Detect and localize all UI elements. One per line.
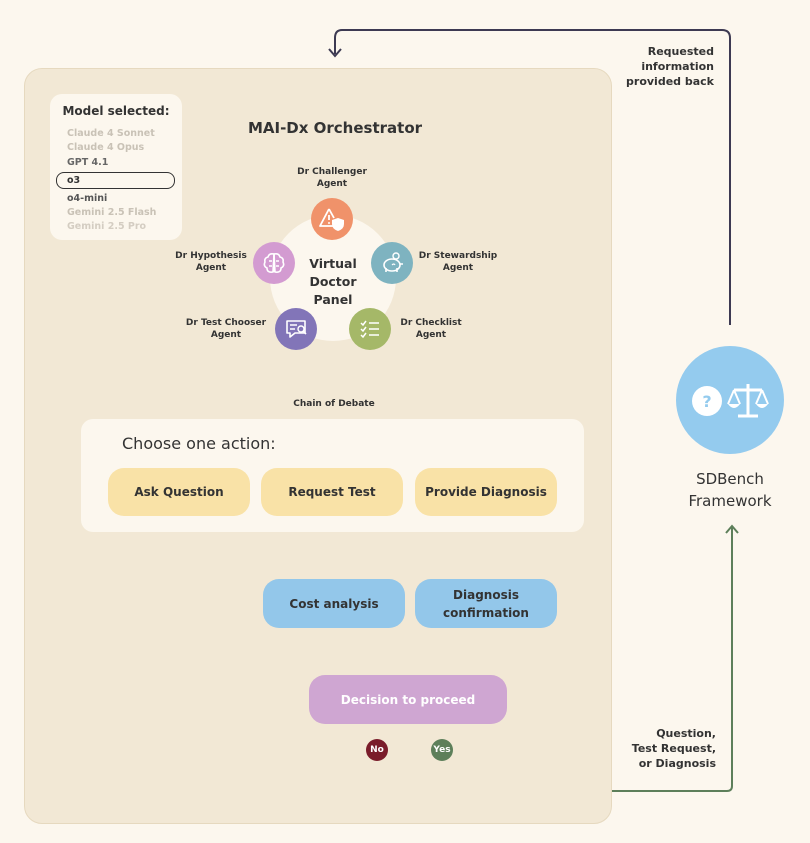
chat-search-icon [286,320,307,338]
yes-badge: Yes [431,739,453,761]
diagnosis-confirmation-node: Diagnosis confirmation [415,579,557,628]
stewardship-agent-label: Dr Stewardship Agent [418,251,498,273]
chain-of-debate-label: Chain of Debate [293,399,375,409]
virtual-doctor-panel-label: Virtual Doctor Panel [309,256,357,307]
no-badge: No [366,739,388,761]
test-chooser-agent-label: Dr Test Chooser Agent [185,318,267,340]
selected-model-outline [56,172,175,189]
model-selector-title: Model selected: [62,104,170,118]
ask-question-button[interactable]: Ask Question [108,468,250,516]
model-option[interactable]: GPT 4.1 [67,157,109,168]
piggy-bank-icon [383,252,403,272]
warning-shield-icon [319,208,344,231]
info-returned-label: Requested information provided back [626,45,714,88]
action-chooser-title: Choose one action: [122,434,276,453]
cost-analysis-node: Cost analysis [263,579,405,628]
provide-diagnosis-button[interactable]: Provide Diagnosis [415,468,557,516]
request-input-label: Question, Test Request, or Diagnosis [631,727,716,770]
request-test-button[interactable]: Request Test [261,468,403,516]
stewardship-agent [371,242,413,284]
model-option[interactable]: Claude 4 Opus [67,142,145,153]
model-option[interactable]: o3 [67,175,81,186]
decision-to-proceed-node: Decision to proceed [309,675,507,724]
challenger-agent-label: Dr Challenger Agent [297,167,367,189]
svg-text:?: ? [702,392,711,411]
model-option[interactable]: Gemini 2.5 Flash [67,207,157,218]
hypothesis-agent-label: Dr Hypothesis Agent [175,251,247,273]
test-chooser-agent [275,308,317,350]
hypothesis-agent [253,242,295,284]
question-scale-icon: ? [692,384,769,418]
model-option[interactable]: Gemini 2.5 Pro [67,221,147,232]
brain-icon [263,253,285,273]
orchestrator-title: MAI-Dx Orchestrator [247,119,423,137]
challenger-agent [311,198,353,240]
model-option[interactable]: Claude 4 Sonnet [67,128,155,139]
checklist-agent [349,308,391,350]
checklist-agent-label: Dr Checklist Agent [400,318,462,340]
sdbench-framework-label: SDBench Framework [688,470,772,510]
model-option[interactable]: o4-mini [67,193,108,204]
checklist-icon [360,320,379,339]
sdbench-framework-circle: ? [676,346,784,454]
